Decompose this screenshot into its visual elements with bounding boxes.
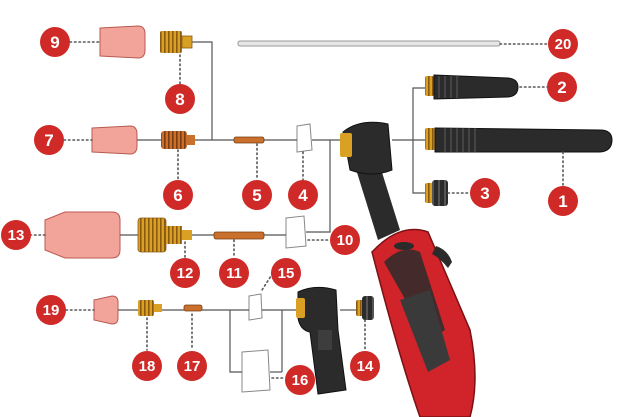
svg-text:11: 11 bbox=[226, 265, 242, 282]
stubby-torch-head bbox=[296, 286, 347, 395]
svg-text:3: 3 bbox=[480, 184, 489, 203]
badge-2: 2 bbox=[547, 72, 577, 102]
badge-19: 19 bbox=[36, 295, 66, 325]
svg-text:6: 6 bbox=[173, 186, 182, 205]
svg-text:19: 19 bbox=[43, 302, 60, 319]
badge-5: 5 bbox=[242, 180, 272, 210]
badge-16: 16 bbox=[285, 365, 315, 395]
badge-10: 10 bbox=[330, 225, 360, 255]
insulator-part bbox=[296, 123, 313, 153]
stubby-bracket bbox=[229, 310, 242, 373]
badge-4: 4 bbox=[288, 180, 318, 210]
badge-17: 17 bbox=[177, 351, 207, 381]
stubby-back-cap-part bbox=[356, 296, 374, 320]
svg-text:16: 16 bbox=[292, 372, 309, 389]
svg-text:8: 8 bbox=[175, 90, 184, 109]
badge-11: 11 bbox=[219, 258, 249, 288]
badge-14: 14 bbox=[350, 351, 380, 381]
badge-12: 12 bbox=[170, 258, 200, 288]
badge-15: 15 bbox=[271, 258, 301, 288]
short-back-cap-part bbox=[425, 180, 448, 206]
svg-text:15: 15 bbox=[278, 265, 295, 282]
gas-lens-collet-body-part bbox=[160, 31, 193, 53]
stubby-insulator-part bbox=[248, 293, 263, 321]
svg-text:14: 14 bbox=[357, 358, 374, 375]
svg-text:10: 10 bbox=[337, 232, 354, 249]
ceramic-nozzle-part bbox=[91, 125, 138, 155]
tungsten-electrode-part bbox=[237, 40, 501, 47]
svg-text:5: 5 bbox=[252, 186, 261, 205]
gas-lens-nozzle-part bbox=[99, 25, 146, 59]
collet-body-part bbox=[161, 131, 195, 149]
badge-20: 20 bbox=[548, 29, 578, 59]
stubby-nozzle-part bbox=[93, 295, 119, 325]
badge-13: 13 bbox=[1, 220, 31, 250]
svg-text:4: 4 bbox=[298, 186, 308, 205]
large-ceramic-nozzle-part bbox=[44, 211, 121, 259]
torch-handle bbox=[340, 121, 476, 417]
large-gas-lens-part bbox=[137, 217, 192, 253]
badge-6: 6 bbox=[163, 180, 193, 210]
svg-text:20: 20 bbox=[555, 36, 572, 53]
badge-7: 7 bbox=[34, 125, 64, 155]
medium-back-cap-part bbox=[425, 74, 519, 100]
stubby-insulator-large-part bbox=[241, 349, 271, 393]
badge-3: 3 bbox=[470, 178, 500, 208]
collet-part bbox=[233, 136, 265, 144]
badge-18: 18 bbox=[132, 351, 162, 381]
stubby-collet-part bbox=[183, 304, 203, 312]
stubby-collet-body-part bbox=[138, 300, 162, 316]
svg-text:17: 17 bbox=[184, 358, 201, 375]
large-insulator-part bbox=[285, 215, 307, 249]
svg-text:2: 2 bbox=[557, 78, 566, 97]
gas-lens-bracket bbox=[192, 41, 213, 140]
svg-text:7: 7 bbox=[44, 131, 53, 150]
badge-1: 1 bbox=[548, 186, 578, 216]
svg-text:1: 1 bbox=[558, 192, 567, 211]
svg-text:13: 13 bbox=[8, 227, 25, 244]
large-collet-part bbox=[213, 231, 265, 240]
svg-text:12: 12 bbox=[177, 265, 194, 282]
large-row-bracket bbox=[306, 140, 331, 233]
badge-8: 8 bbox=[165, 84, 195, 114]
svg-text:9: 9 bbox=[50, 33, 59, 52]
long-back-cap-part bbox=[425, 127, 613, 153]
svg-text:18: 18 bbox=[139, 358, 156, 375]
leader-lines bbox=[29, 41, 564, 379]
badge-9: 9 bbox=[40, 27, 70, 57]
